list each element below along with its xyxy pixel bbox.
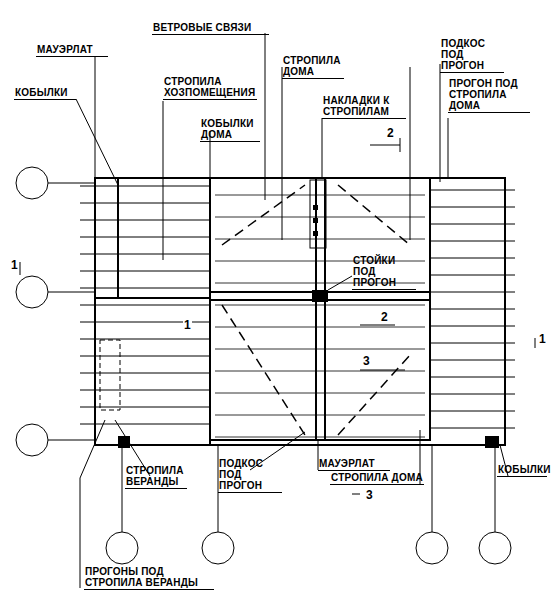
rafter [430,377,515,378]
rafter [215,371,425,372]
rafter [215,239,425,240]
rafter [430,343,515,344]
part-label: СТРОПИЛА ХОЗПОМЕЩЕНИЯ [163,76,257,100]
rafter [430,292,515,293]
section-mark: 2 [386,128,395,139]
rafter [430,275,515,276]
rafter [215,349,425,350]
part-label: ПРОГОНЫ ПОД СТРОПИЛА ВЕРАНДЫ [84,566,214,590]
rafter [215,393,425,394]
part-label: КОБЫЛКИ [14,87,76,100]
part-label: КОБЫЛКИ ДОМА [200,118,260,142]
rafter [80,288,210,289]
rafter [80,356,210,357]
section-mark: 1 [10,260,19,271]
rafter [80,186,210,187]
rafter [80,203,210,204]
section-mark: 2 [380,312,389,323]
rafter [430,326,515,327]
section-mark: 1 [538,334,547,345]
rafter [430,207,515,208]
rafter [215,217,425,218]
part-label: СТРОПИЛА ВЕРАНДЫ [125,465,187,489]
rafter [430,309,515,310]
rafter [80,220,210,221]
rafter [80,390,210,391]
rafter [430,190,515,191]
rafter [215,415,425,416]
section-mark: 1 [183,320,192,331]
rafter [80,305,210,306]
section-mark: 3 [365,490,374,501]
rafter [430,428,515,429]
rafter [80,271,210,272]
part-label: ПРОГОН ПОД СТРОПИЛА ДОМА [448,78,530,113]
rafter [80,424,210,425]
part-label: ВЕТРОВЫЕ СВЯЗИ [152,22,269,35]
rafter [215,305,425,306]
rafter [430,241,515,242]
part-label: КОБЫЛКИ [497,464,547,477]
rafter [80,254,210,255]
rafter [80,373,210,374]
rafter [430,394,515,395]
rafter [215,327,425,328]
rafter [80,339,210,340]
part-label: ПОДКОС ПОД ПРОГОН [440,38,504,73]
rafter [430,411,515,412]
rafter [430,224,515,225]
part-label: МАУЭРЛАТ [36,44,108,57]
part-label: СТОЙКИ ПОД ПРОГОН [352,255,416,290]
part-label: СТРОПИЛА ДОМА [282,55,344,79]
rafter [215,437,425,438]
part-label: НАКЛАДКИ К СТРОПИЛАМ [322,95,406,119]
section-mark: 3 [362,356,371,367]
rafter [430,360,515,361]
rafter [430,258,515,259]
part-label: МАУЭРЛАТ [318,458,390,471]
rafter [80,237,210,238]
part-label: СТРОПИЛА ДОМА [330,472,424,485]
rafter [215,195,425,196]
part-label: ПОДКОС ПОД ПРОГОН [218,458,282,493]
rafter [80,407,210,408]
